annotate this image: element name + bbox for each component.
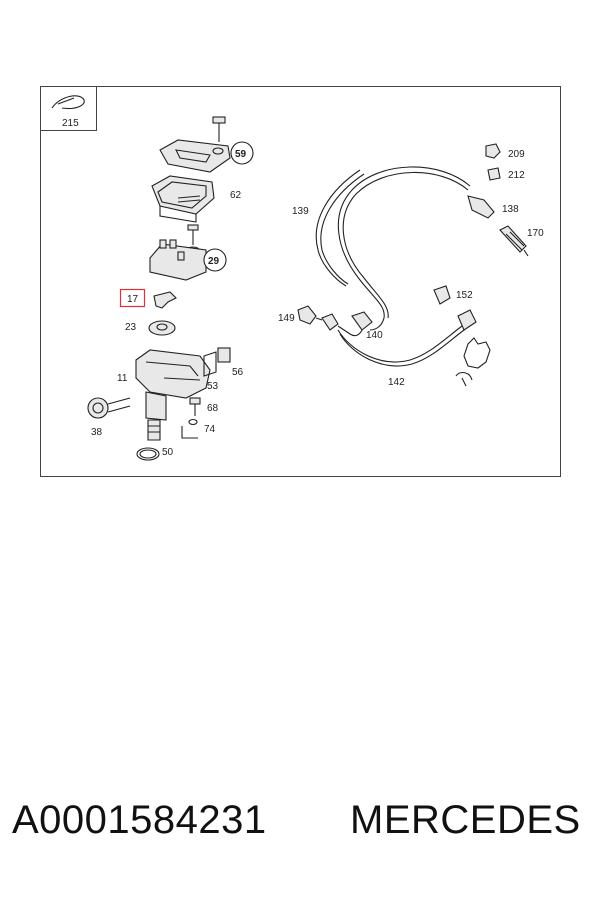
label-62: 62 [230, 190, 242, 201]
label-152: 152 [456, 290, 473, 301]
part-68-74: 68 74 [181, 397, 219, 439]
part-number: A0001584231 [12, 798, 267, 842]
label-209: 209 [508, 149, 525, 160]
label-215: 215 [62, 118, 79, 129]
label-17: 17 [127, 294, 139, 305]
label-74: 74 [204, 424, 216, 435]
part-29-cap: 29 [149, 224, 227, 281]
label-38: 38 [91, 427, 103, 438]
part-62-housing: 62 [151, 175, 242, 223]
part-53-56: 53 56 [203, 347, 244, 392]
part-139-lead: 139 [292, 169, 365, 287]
hand-pointer-icon [455, 337, 491, 387]
part-11-distributor: 11 [117, 349, 211, 441]
label-23: 23 [125, 322, 137, 333]
label-139: 139 [292, 206, 309, 217]
label-149: 149 [278, 313, 295, 324]
label-142: 142 [388, 377, 405, 388]
label-53: 53 [207, 381, 219, 392]
part-142-cable: 142 [337, 325, 465, 388]
highlight-17 [119, 288, 146, 308]
label-138: 138 [502, 204, 519, 215]
part-38-vacuum: 38 [87, 397, 131, 438]
part-23-seal: 23 [125, 320, 176, 336]
part-138-connector: 138 [467, 195, 519, 219]
part-170-sparkplug: 170 [499, 225, 544, 257]
part-149-connectors: 149 [278, 305, 373, 337]
diagram-frame [40, 86, 561, 477]
clip-215-inset: 215 [40, 86, 97, 131]
part-209-212: 209 212 [485, 143, 525, 181]
label-212: 212 [508, 170, 525, 181]
label-68: 68 [207, 403, 219, 414]
brand-name: MERCEDES [350, 798, 581, 842]
label-50: 50 [162, 447, 174, 458]
label-56: 56 [232, 367, 244, 378]
part-140-lead: 140 [337, 166, 471, 341]
footer: A0001584231 MERCEDES [0, 798, 600, 868]
part-59-cover: 59 [159, 116, 254, 173]
label-170: 170 [527, 228, 544, 239]
label-11: 11 [117, 373, 128, 384]
label-29: 29 [208, 256, 220, 267]
part-152-connector: 152 [433, 285, 477, 331]
part-50-oring: 50 [136, 447, 174, 461]
label-140: 140 [366, 330, 383, 341]
label-59: 59 [235, 149, 247, 160]
part-17-rotor: 17 [119, 288, 177, 309]
